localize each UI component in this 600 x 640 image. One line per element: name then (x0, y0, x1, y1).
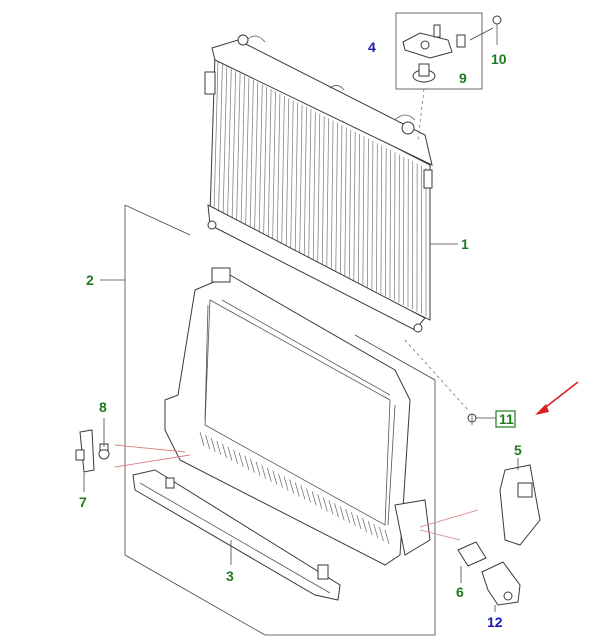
arrow-pointer-icon (535, 381, 579, 415)
callout-3: 3 (226, 568, 234, 584)
deflector-panel-icon (132, 469, 341, 601)
callout-11: 11 (499, 411, 514, 427)
callout-11-box (495, 410, 516, 428)
callout-1: 1 (461, 236, 469, 252)
group-outline-2-top (124, 204, 191, 236)
right-bracket-icon (499, 464, 541, 546)
pink-leader-c (419, 509, 479, 528)
radiator-icon (204, 34, 433, 333)
callout-2: 2 (86, 272, 94, 288)
mount-detail-box (395, 12, 483, 90)
mount-bracket-icon (402, 24, 453, 83)
callout-10: 10 (491, 51, 507, 67)
callout-8: 8 (99, 399, 107, 415)
pink-leader-b (114, 454, 191, 468)
fan-shroud-frame-icon (164, 267, 431, 566)
callout-12: 12 (487, 614, 503, 630)
callout-7: 7 (79, 494, 87, 510)
callout-5: 5 (514, 442, 522, 458)
callout-6: 6 (456, 584, 464, 600)
bolt-icon (467, 413, 477, 425)
lower-bracket-icon (481, 561, 521, 606)
guide-dashed-right (404, 339, 469, 411)
group-outline-2 (124, 205, 436, 636)
callout-9: 9 (459, 70, 467, 86)
pink-leader-a (114, 444, 186, 453)
bolt-icon (492, 15, 502, 45)
left-bracket-icon (75, 429, 95, 473)
callout-4: 4 (368, 39, 376, 55)
guide-dashed-top (417, 88, 425, 141)
pink-leader-d (419, 529, 461, 541)
clip-icon (456, 34, 466, 48)
side-clip-icon (457, 541, 487, 567)
